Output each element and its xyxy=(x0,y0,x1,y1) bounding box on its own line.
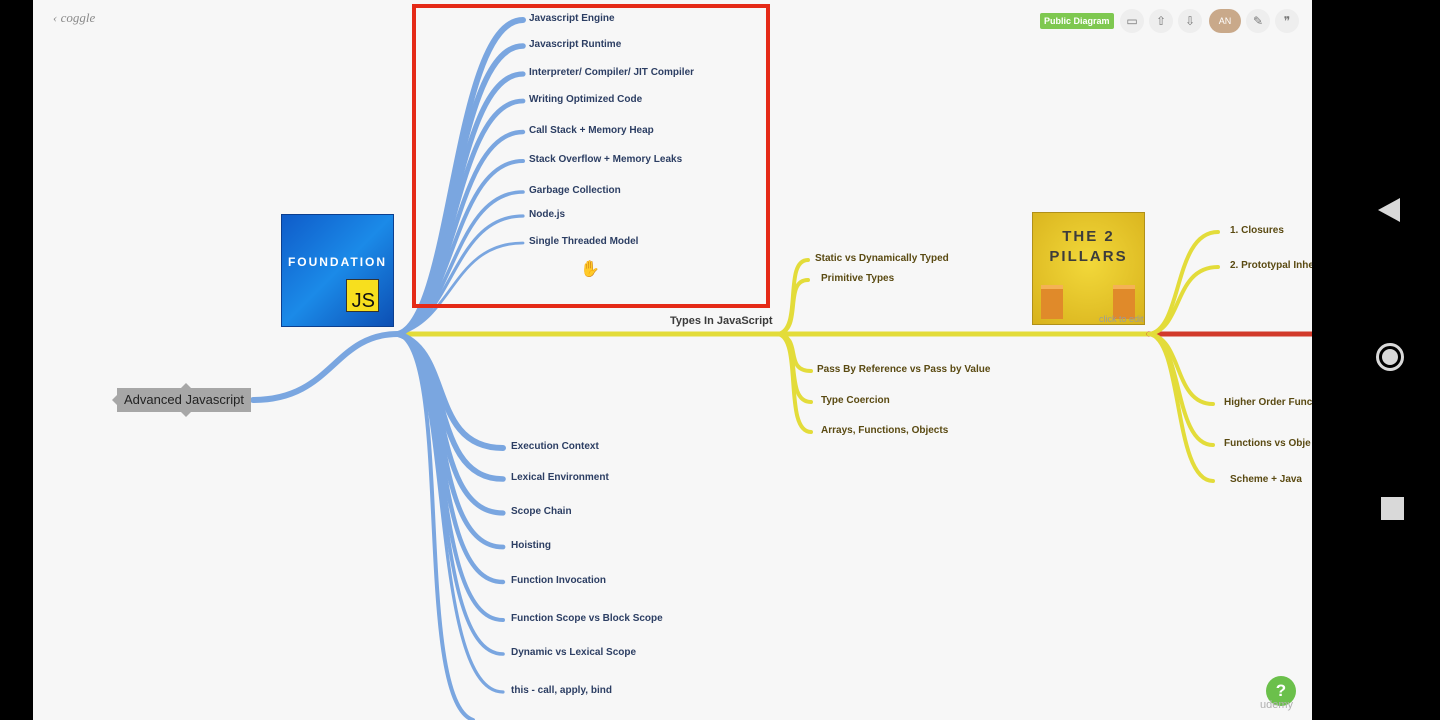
types-upper-item[interactable]: Static vs Dynamically Typed xyxy=(815,253,949,264)
foundation-upper-item[interactable]: Javascript Engine xyxy=(529,13,615,24)
foundation-lower-item[interactable]: Lexical Environment xyxy=(511,472,609,483)
types-lower-item[interactable]: Arrays, Functions, Objects xyxy=(821,425,949,436)
foundation-upper-item[interactable]: Garbage Collection xyxy=(529,185,621,196)
root-node[interactable]: Advanced Javascript xyxy=(112,383,251,417)
pillars-upper-branch xyxy=(1147,265,1220,336)
foundation-lower-branch xyxy=(396,332,475,720)
foundation-lower-item[interactable]: Function Scope vs Block Scope xyxy=(511,613,663,624)
foundation-lower-item[interactable]: Function Invocation xyxy=(511,575,606,586)
public-diagram-badge[interactable]: Public Diagram xyxy=(1040,13,1114,29)
pillars-lower-item[interactable]: Scheme + Java xyxy=(1230,474,1302,485)
android-nav-bar xyxy=(1344,0,1440,720)
back-icon[interactable] xyxy=(1378,198,1400,222)
foundation-upper-item[interactable]: Node.js xyxy=(529,209,566,220)
root-branch xyxy=(250,331,401,403)
foundation-upper-item[interactable]: Javascript Runtime xyxy=(529,39,622,50)
highlight-box xyxy=(412,4,770,308)
root-node-label: Advanced Javascript xyxy=(124,392,244,407)
foundation-image[interactable]: FOUNDATION JS xyxy=(281,214,394,327)
foundation-upper-item[interactable]: Call Stack + Memory Heap xyxy=(529,125,654,136)
foundation-upper-item[interactable]: Writing Optimized Code xyxy=(529,94,643,105)
foundation-upper-item[interactable]: Single Threaded Model xyxy=(529,236,639,247)
quote-icon[interactable]: ❞ xyxy=(1275,9,1299,33)
pillars-upper-item[interactable]: 2. Prototypal Inhe xyxy=(1230,260,1312,271)
coggle-logo[interactable]: ‹ coggle xyxy=(53,10,96,25)
types-lower-item[interactable]: Type Coercion xyxy=(821,395,890,406)
foundation-upper-item[interactable]: Stack Overflow + Memory Leaks xyxy=(529,154,683,165)
types-lower-item[interactable]: Pass By Reference vs Pass by Value xyxy=(817,364,991,375)
types-lower-branch xyxy=(776,332,813,434)
foundation-upper-branch xyxy=(396,241,525,336)
user-avatar[interactable]: AN xyxy=(1209,9,1241,33)
home-icon[interactable] xyxy=(1376,343,1404,371)
pillars-lower-item[interactable]: Higher Order Func xyxy=(1224,397,1312,408)
foundation-upper-item[interactable]: Interpreter/ Compiler/ JIT Compiler xyxy=(529,67,694,78)
pillars-upper-branch xyxy=(1147,230,1220,336)
click-to-edit-hint[interactable]: click to edit xyxy=(1099,314,1144,324)
js-logo-icon: JS xyxy=(346,279,379,312)
upload-icon[interactable]: ⇧ xyxy=(1149,9,1173,33)
foundation-lower-item[interactable]: Dynamic vs Lexical Scope xyxy=(511,647,637,658)
pillars-lower-branch xyxy=(1147,332,1215,483)
foundation-image-title: FOUNDATION xyxy=(287,255,388,269)
types-upper-item[interactable]: Primitive Types xyxy=(821,273,895,284)
foundation-lower-item[interactable]: this - call, apply, bind xyxy=(511,685,612,696)
foundation-lower-item[interactable]: Hoisting xyxy=(511,540,551,551)
present-icon[interactable]: ▭ xyxy=(1120,9,1144,33)
pillar-right-icon xyxy=(1113,285,1135,319)
types-upper-branch xyxy=(776,278,810,336)
types-label[interactable]: Types In JavaScript xyxy=(670,315,773,327)
recent-apps-icon[interactable] xyxy=(1381,497,1404,520)
pillars-upper-item[interactable]: 1. Closures xyxy=(1230,225,1284,236)
settings-icon[interactable]: ✎ xyxy=(1246,9,1270,33)
download-icon[interactable]: ⇩ xyxy=(1178,9,1202,33)
pillar-left-icon xyxy=(1041,285,1063,319)
udemy-watermark: udemy xyxy=(1260,699,1294,711)
pillars-lower-item[interactable]: Functions vs Obje xyxy=(1224,438,1311,449)
foundation-lower-item[interactable]: Scope Chain xyxy=(511,506,572,517)
help-button[interactable]: ? xyxy=(1266,676,1296,706)
foundation-lower-item[interactable]: Execution Context xyxy=(511,441,599,452)
hand-cursor-icon: ✋ xyxy=(580,261,600,278)
